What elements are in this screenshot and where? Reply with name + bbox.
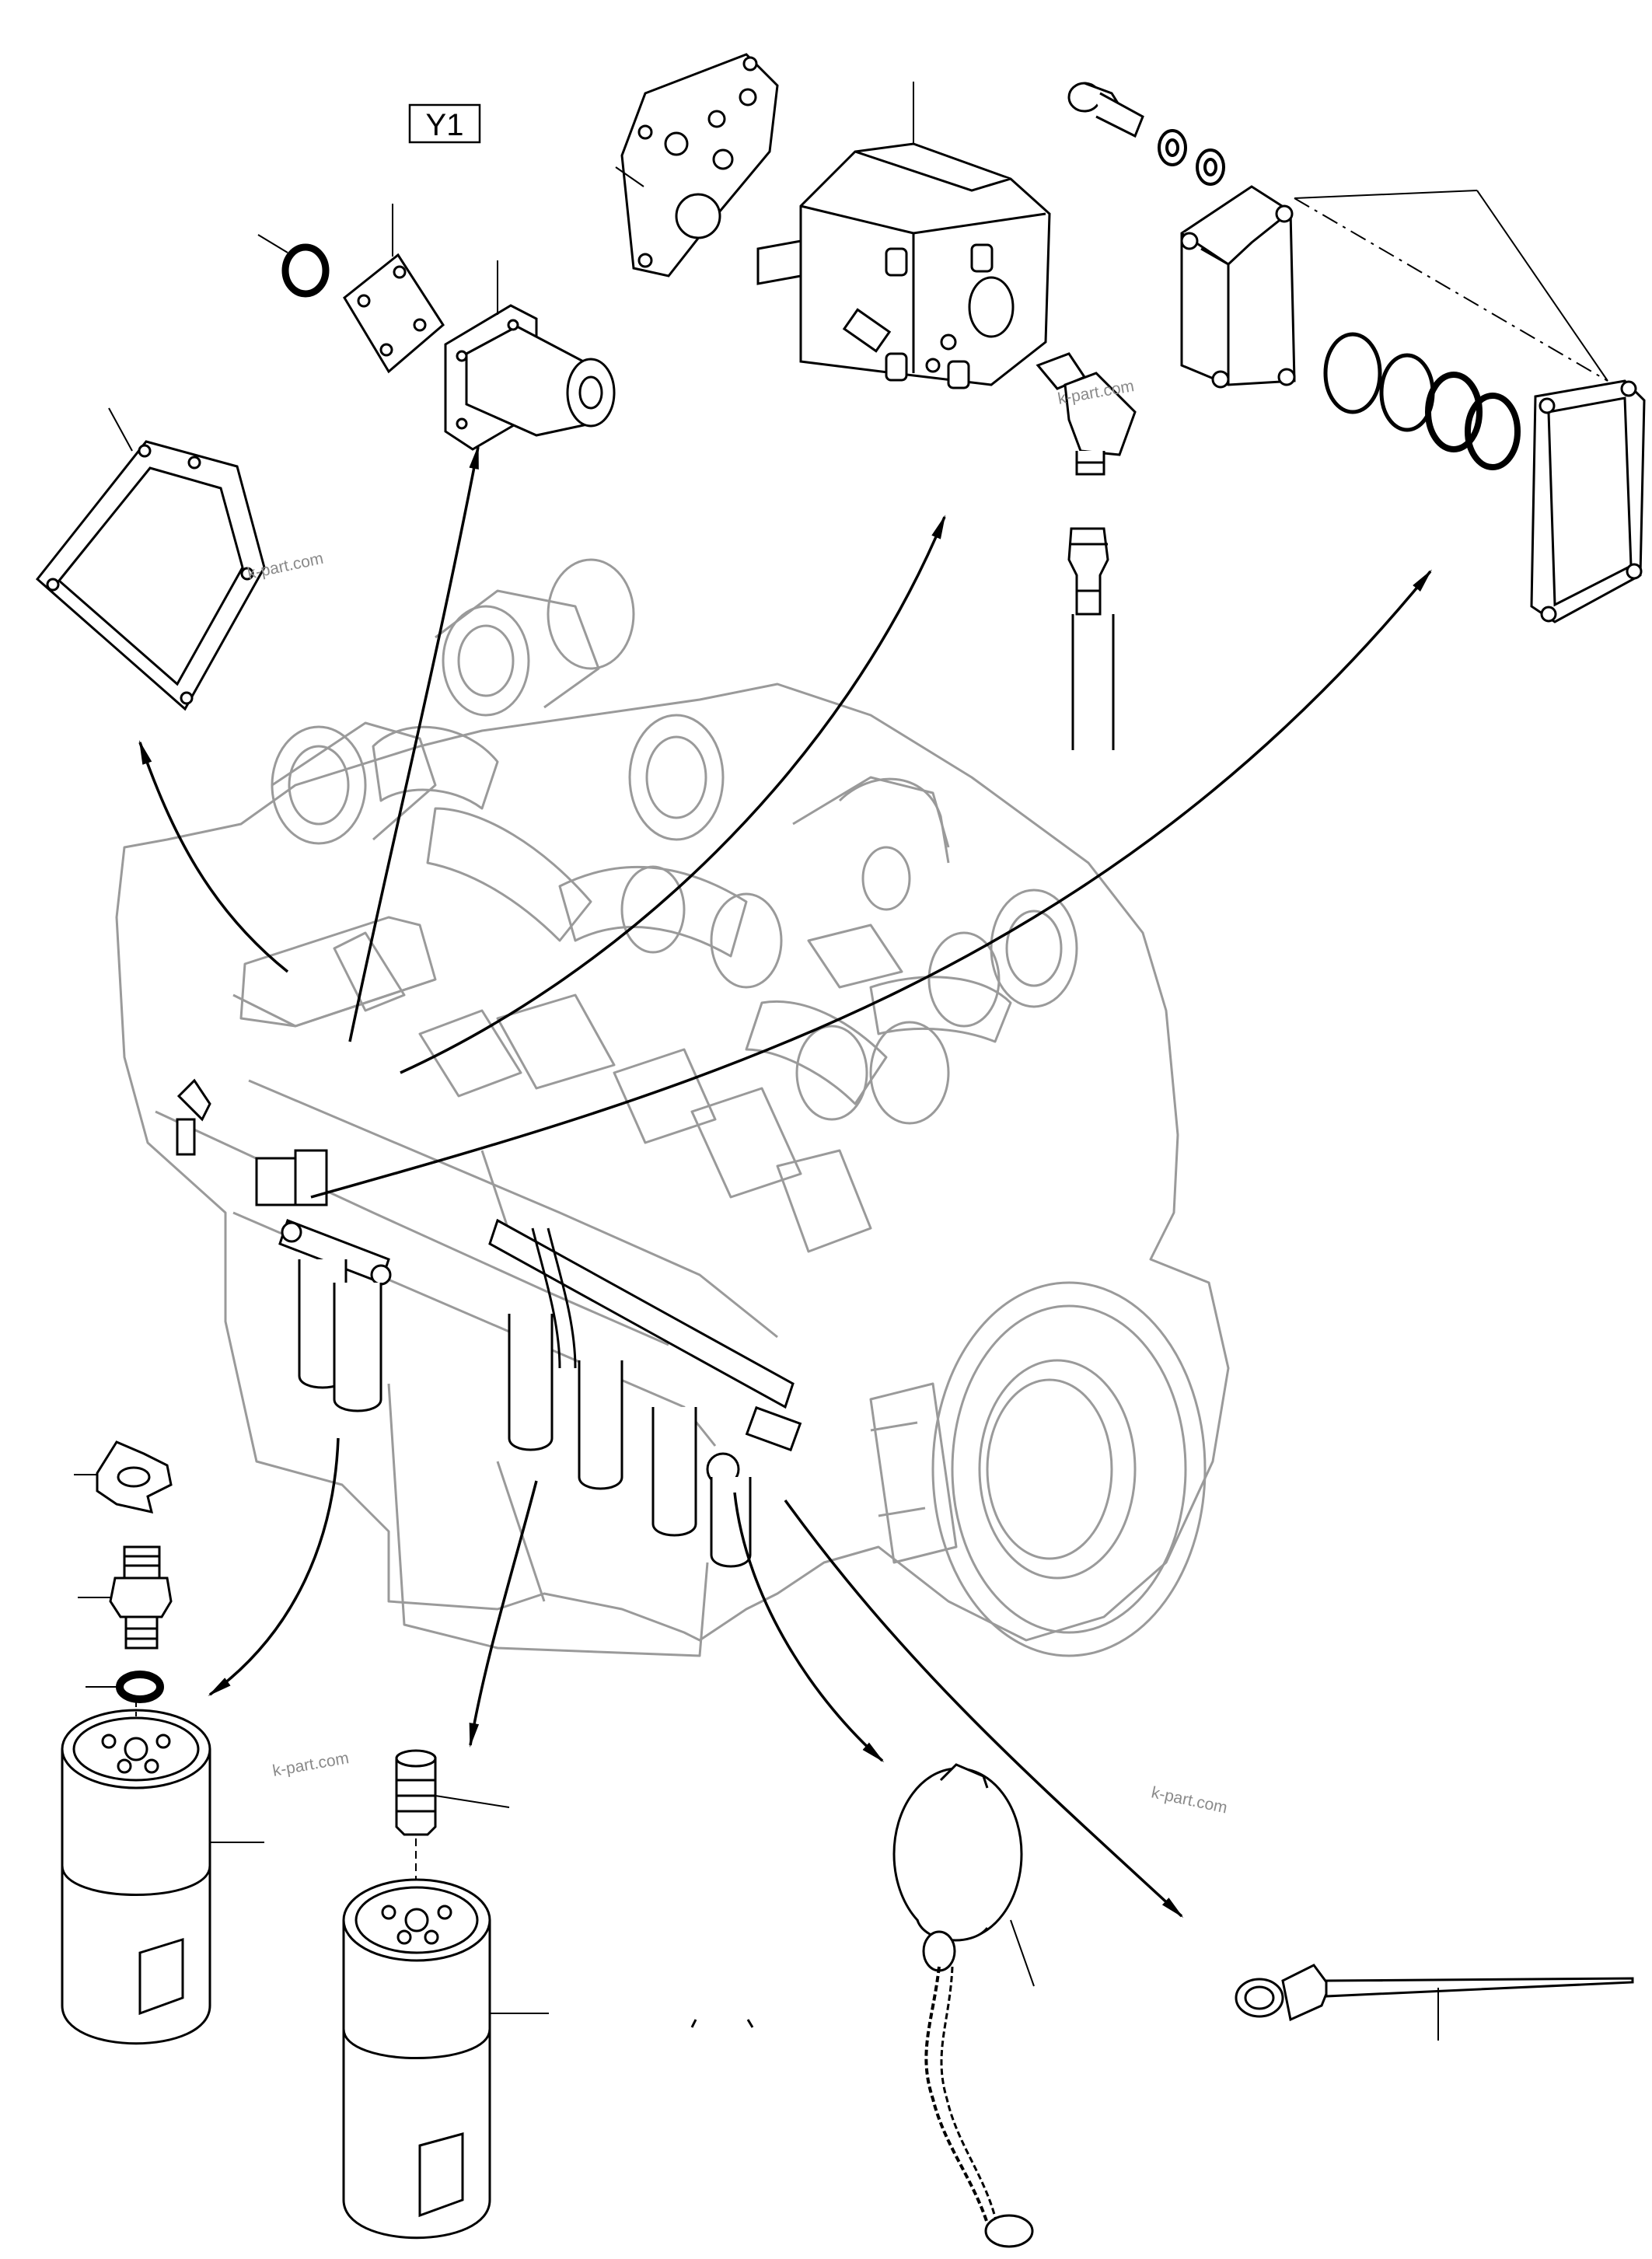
filler-cap-with-chain — [892, 1763, 1035, 2248]
leader-lines-top-right — [1294, 190, 1608, 382]
watermark-3: k-part.com — [271, 1749, 351, 1780]
pump-gasket — [615, 53, 779, 278]
sealing-rings — [1323, 332, 1521, 470]
washer-a — [1158, 129, 1187, 166]
filter-stud — [395, 1749, 510, 1889]
oil-pump-body — [756, 82, 1051, 389]
cooler-cover — [1180, 185, 1296, 389]
filter-nipple — [78, 1545, 173, 1650]
elbow-fitting — [1036, 352, 1137, 476]
rocker-cover-gasket — [35, 407, 266, 711]
o-ring — [257, 234, 330, 298]
lock-plate — [74, 1440, 173, 1514]
section-code-text: Y1 — [426, 108, 464, 142]
section-code-label: Y1 — [408, 103, 481, 144]
washer-b — [1196, 148, 1225, 186]
leader-arrows — [138, 444, 1432, 1919]
nipple-seal — [86, 1671, 164, 1703]
cooler-gasket — [1530, 379, 1646, 623]
cover-plate — [343, 204, 445, 374]
oil-filter-right — [342, 1878, 754, 2240]
oil-pipe — [1067, 527, 1115, 750]
breather-cartridge — [444, 260, 616, 451]
watermark-4: k-part.com — [1150, 1783, 1229, 1817]
oil-filter-left — [61, 1702, 264, 2045]
cap-screw — [1067, 82, 1144, 138]
dipstick — [1235, 1964, 1634, 2041]
filters-on-block — [298, 1259, 752, 1568]
filter-head-assembly — [176, 1078, 802, 1486]
